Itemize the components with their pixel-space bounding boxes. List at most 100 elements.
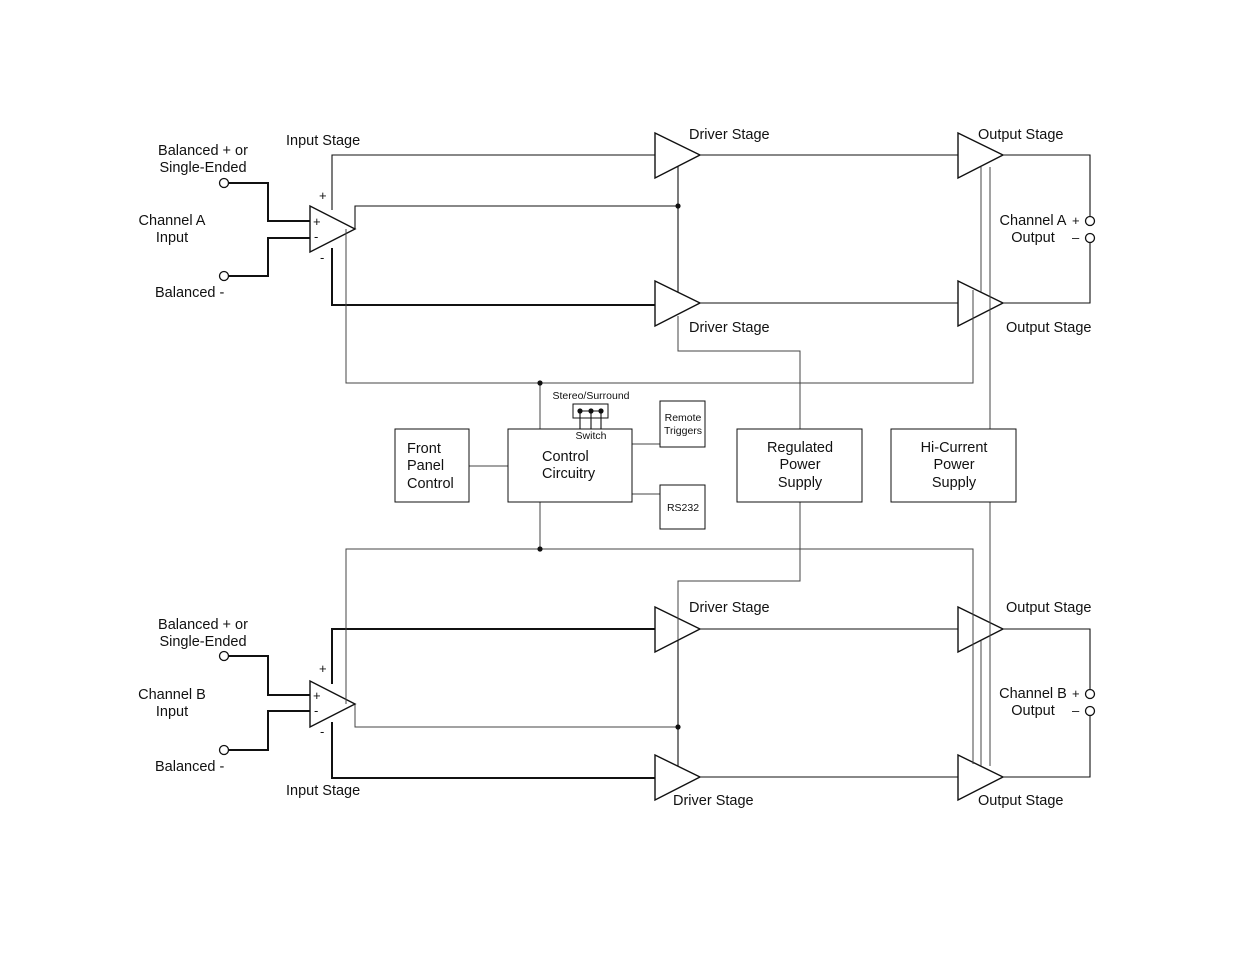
b-output-plus-wire	[1003, 628, 1091, 694]
b-amp-plus-sign: +	[313, 688, 321, 703]
b-output-stage-top-amp	[957, 605, 1005, 654]
b-channel-output-label-2: Output	[1011, 703, 1055, 719]
b-input-stage-amp	[309, 679, 357, 729]
a-driver-stage-top-amp	[654, 131, 702, 180]
front-panel-box	[394, 428, 470, 503]
regulated-power-b-feed	[677, 502, 801, 640]
a-output-minus-sign: –	[1072, 230, 1080, 245]
switch-label: Switch	[576, 430, 607, 442]
b-input-plus-out-wire	[331, 628, 655, 684]
a-output-bottom-label: Output Stage	[1006, 320, 1091, 336]
b-control-rail	[345, 548, 974, 764]
a-channel-input-label-1: Channel A	[139, 213, 206, 229]
a-output-minus-terminal	[1084, 232, 1096, 244]
b-output-plus-sign: +	[1072, 686, 1080, 701]
a-feedback-junction	[675, 203, 681, 209]
a-amp-plus-sign: +	[313, 214, 321, 229]
shared-wiring	[345, 167, 991, 766]
a-output-minus-wire	[1003, 238, 1091, 304]
a-driver-stage-bottom-amp	[654, 279, 702, 328]
a-input-stage-amp	[309, 204, 357, 254]
a-output-plus-terminal	[1084, 215, 1096, 227]
channel-b	[218, 605, 1096, 802]
a-input-minus-out-wire	[331, 248, 655, 306]
a-driver-bottom-label: Driver Stage	[689, 320, 770, 336]
a-control-rail	[345, 229, 974, 384]
regulated-power-label-3: Supply	[778, 475, 823, 491]
b-driver-stage-bottom-amp	[654, 753, 702, 802]
b-feedback-wire	[354, 704, 678, 728]
stereo-surround-switch	[572, 403, 609, 429]
hi-current-power-label-3: Supply	[932, 475, 977, 491]
a-output-plus-sign: +	[1072, 213, 1080, 228]
a-balanced-minus-wire	[228, 237, 310, 277]
remote-triggers-label-1: Remote	[665, 412, 702, 424]
hi-current-power-supply-box	[890, 428, 1017, 503]
front-panel-label-3: Control	[407, 476, 454, 492]
regulated-power-a-feed	[677, 316, 801, 429]
a-balanced-minus-terminal	[218, 270, 230, 282]
b-output-minus-wire	[1003, 711, 1091, 778]
a-output-plus-wire	[1003, 154, 1091, 221]
regulated-power-label-2: Power	[779, 457, 820, 473]
regulated-power-supply-box	[736, 428, 863, 503]
switch-contact-1	[577, 408, 583, 414]
a-balanced-plus-label-1: Balanced + or	[158, 143, 248, 159]
a-input-stage-label: Input Stage	[286, 133, 360, 149]
a-input-plus-out-wire	[331, 154, 655, 210]
hi-current-power-label-2: Power	[933, 457, 974, 473]
control-circuitry-label-2: Circuitry	[542, 466, 596, 482]
remote-triggers-label-2: Triggers	[664, 425, 702, 437]
b-feedback-junction	[675, 724, 681, 730]
b-input-plus-sign: +	[319, 661, 327, 676]
b-driver-top-label: Driver Stage	[689, 600, 770, 616]
remote-triggers-box	[659, 400, 706, 448]
a-driver-top-label: Driver Stage	[689, 127, 770, 143]
switch-contact-2	[588, 408, 594, 414]
a-balanced-minus-label: Balanced -	[155, 285, 224, 301]
a-amp-minus-sign: -	[314, 229, 318, 244]
regulated-power-label-1: Regulated	[767, 440, 833, 456]
stereo-surround-label: Stereo/Surround	[552, 390, 629, 402]
control-circuitry-box	[507, 428, 633, 503]
hi-current-power-label-1: Hi-Current	[921, 440, 988, 456]
b-input-minus-sign: -	[320, 724, 324, 739]
b-output-bottom-label: Output Stage	[978, 793, 1063, 809]
a-output-stage-top-amp	[957, 131, 1005, 180]
b-output-minus-sign: –	[1072, 703, 1080, 718]
switch-contact-3	[598, 408, 604, 414]
a-input-minus-sign: -	[320, 250, 324, 265]
front-panel-label-1: Front	[407, 441, 441, 457]
a-input-plus-sign: +	[319, 188, 327, 203]
b-output-minus-terminal	[1084, 705, 1096, 717]
a-feedback-wire	[354, 205, 678, 229]
b-output-plus-terminal	[1084, 688, 1096, 700]
b-balanced-plus-label-1: Balanced + or	[158, 617, 248, 633]
b-input-minus-out-wire	[331, 722, 655, 779]
b-balanced-minus-terminal	[218, 744, 230, 756]
a-channel-output-label-2: Output	[1011, 230, 1055, 246]
b-channel-output-label-1: Channel B	[999, 686, 1067, 702]
b-amp-minus-sign: -	[314, 703, 318, 718]
b-channel-input-label-1: Channel B	[138, 687, 206, 703]
b-balanced-minus-label: Balanced -	[155, 759, 224, 775]
b-channel-input-label-2: Input	[156, 704, 188, 720]
a-balanced-plus-wire	[228, 182, 310, 222]
b-balanced-minus-wire	[228, 710, 310, 751]
a-balanced-plus-label-2: Single-Ended	[159, 160, 246, 176]
control-a-junction	[537, 380, 543, 386]
b-driver-bottom-label: Driver Stage	[673, 793, 754, 809]
a-output-top-label: Output Stage	[978, 127, 1063, 143]
front-panel-label-2: Panel	[407, 458, 444, 474]
a-channel-input-label-2: Input	[156, 230, 188, 246]
b-output-top-label: Output Stage	[1006, 600, 1091, 616]
channel-a	[218, 131, 1096, 328]
control-circuitry-label-1: Control	[542, 449, 589, 465]
a-channel-output-label-1: Channel A	[1000, 213, 1067, 229]
b-balanced-plus-label-2: Single-Ended	[159, 634, 246, 650]
b-balanced-plus-wire	[228, 655, 310, 696]
rs232-label: RS232	[667, 502, 699, 514]
b-input-stage-label: Input Stage	[286, 783, 360, 799]
a-balanced-plus-terminal	[218, 177, 230, 189]
